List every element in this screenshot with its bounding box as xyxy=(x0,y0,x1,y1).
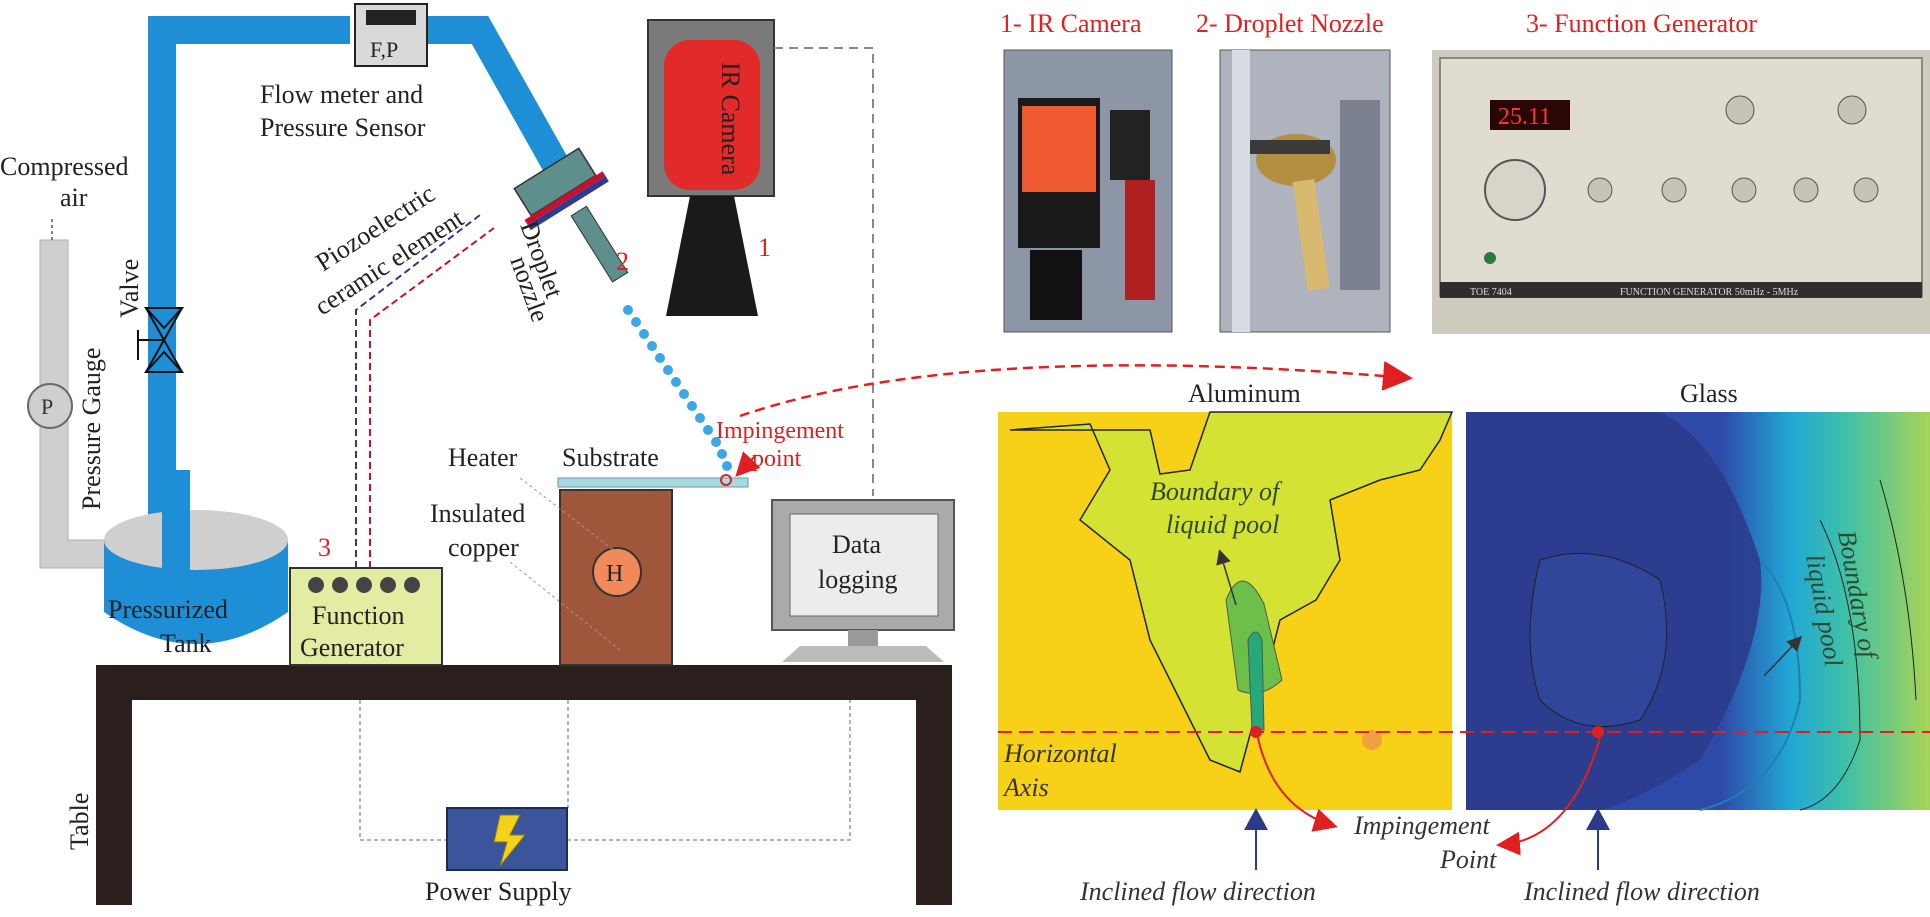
number-2: 2 xyxy=(616,247,629,276)
horizontal-axis-label-2: Axis xyxy=(1002,773,1049,802)
aluminum-thermal-map xyxy=(998,411,1454,810)
function-gen-label-2: Generator xyxy=(300,633,404,662)
heater-assembly: H Heater Substrate Insulated copper Impi… xyxy=(430,418,844,666)
impingement-label: Impingement xyxy=(716,418,844,444)
data-logging-label: Data xyxy=(832,530,882,559)
photo-nozzle-title: 2- Droplet Nozzle xyxy=(1196,9,1384,38)
glass-title: Glass xyxy=(1680,379,1738,408)
power-supply: Power Supply xyxy=(359,700,851,906)
photo-function-generator: 3- Function Generator 25.11 TOE 7404 FUN… xyxy=(1432,9,1930,334)
inclined-flow-left: Inclined flow direction xyxy=(1079,808,1316,906)
number-3: 3 xyxy=(318,533,331,562)
horizontal-axis-label: Horizontal xyxy=(1003,739,1117,768)
droplet-stream xyxy=(623,305,732,471)
photo-fg-title: 3- Function Generator xyxy=(1526,9,1757,38)
substrate-label: Substrate xyxy=(562,443,659,472)
impingement-point-label-2: Point xyxy=(1439,845,1497,874)
tank-label-2: Tank xyxy=(160,629,212,658)
function-generator: Function Generator 3 xyxy=(289,533,443,666)
aluminum-title: Aluminum xyxy=(1188,379,1301,408)
heater-letter: H xyxy=(606,561,623,587)
fg-model-mid: FUNCTION GENERATOR 50mHz - 5MHz xyxy=(1620,287,1799,298)
valve: Valve xyxy=(115,259,185,373)
fg-display-readout: 25.11 xyxy=(1498,104,1551,130)
pressurized-tank: Pressurized Tank xyxy=(104,470,288,658)
compressed-air-label-2: air xyxy=(60,183,88,212)
heater-label: Heater xyxy=(448,443,518,472)
inclined-flow-right: Inclined flow direction xyxy=(1523,808,1760,906)
pipe-system: P Compressed air Pressure Gauge Valve F,… xyxy=(0,3,583,658)
insulated-label: Insulated xyxy=(430,499,525,528)
impingement-to-thermal-arrow xyxy=(739,360,1413,418)
valve-label: Valve xyxy=(115,259,144,318)
insulated-label-2: copper xyxy=(448,533,519,562)
fg-model-left: TOE 7404 xyxy=(1470,287,1512,298)
tank-label: Pressurized xyxy=(108,595,228,624)
flow-meter-label-2: Pressure Sensor xyxy=(260,113,426,142)
photo-droplet-nozzle: 2- Droplet Nozzle xyxy=(1196,9,1391,333)
pressure-gauge-label: Pressure Gauge xyxy=(77,348,106,510)
inclined-flow-right-label: Inclined flow direction xyxy=(1523,877,1760,906)
flow-meter: F,P Flow meter and Pressure Sensor xyxy=(260,3,428,142)
data-logging-monitor: Data logging xyxy=(771,499,955,662)
data-logging-label-2: logging xyxy=(818,565,897,594)
ir-camera: IR Camera 1 xyxy=(647,19,874,496)
impingement-label-2: point xyxy=(752,446,802,472)
compressed-air-label: Compressed xyxy=(0,152,129,181)
flow-meter-label: Flow meter and xyxy=(260,80,423,109)
al-boundary-label: Boundary of xyxy=(1150,477,1283,506)
heater-element xyxy=(592,547,642,597)
number-1: 1 xyxy=(758,233,771,262)
table: Table xyxy=(65,665,952,905)
power-supply-label: Power Supply xyxy=(425,877,572,906)
table-label: Table xyxy=(65,793,94,850)
glass-thermal-map xyxy=(1466,412,1930,811)
ir-camera-label: IR Camera xyxy=(716,62,745,176)
flow-meter-box-label: F,P xyxy=(370,37,398,62)
lightning-icon xyxy=(493,814,527,867)
photo-ir-camera: 1- IR Camera xyxy=(1000,9,1173,333)
pressure-gauge xyxy=(27,383,73,429)
gauge-letter: P xyxy=(41,394,53,419)
al-boundary-label-2: liquid pool xyxy=(1166,510,1279,539)
function-gen-label: Function xyxy=(312,601,404,630)
photo-ir-title: 1- IR Camera xyxy=(1000,9,1142,38)
impingement-point-label: Impingement xyxy=(1353,811,1491,840)
inclined-flow-left-label: Inclined flow direction xyxy=(1079,877,1316,906)
